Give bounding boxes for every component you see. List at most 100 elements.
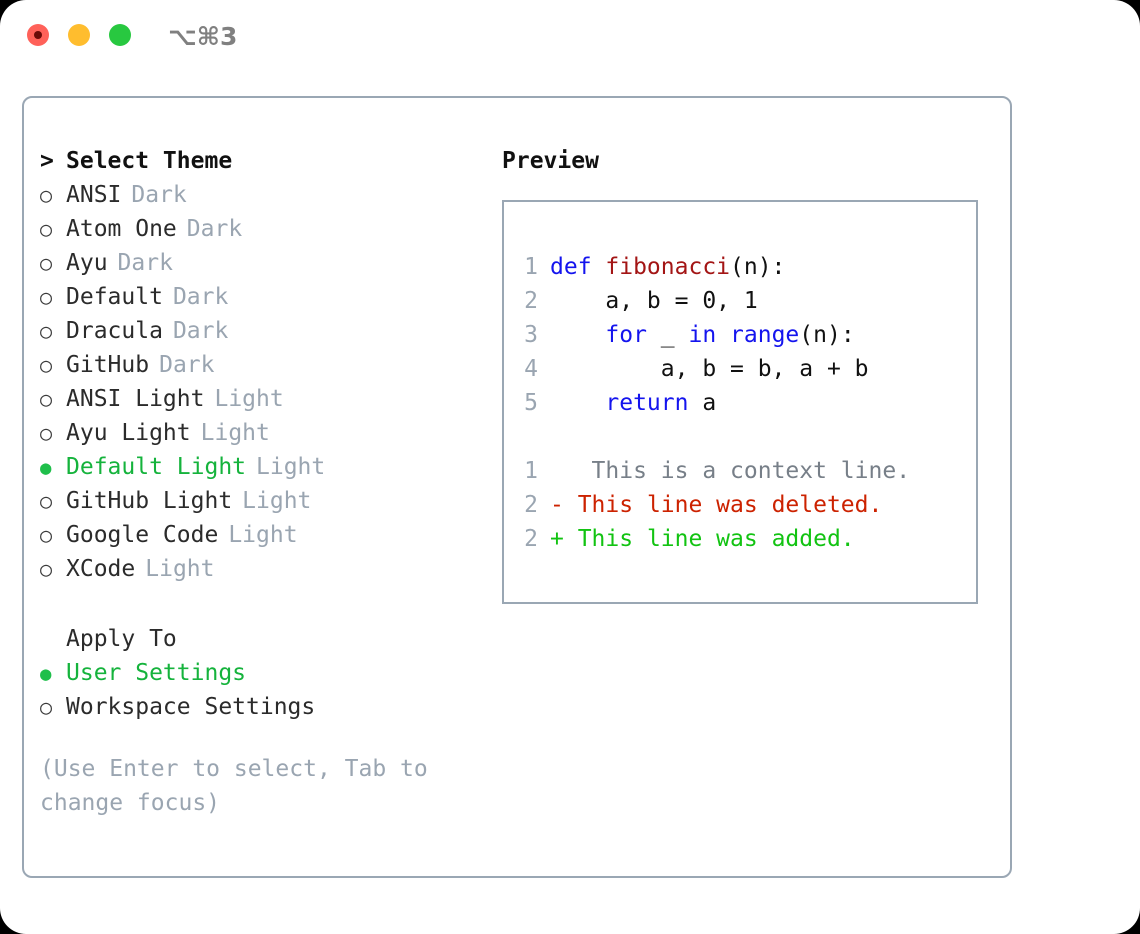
line-number: 3 <box>524 322 538 348</box>
code-text: for _ in range(n): <box>550 318 855 352</box>
theme-name: GitHub Light <box>66 488 233 514</box>
diff-text: + This line was added. <box>550 522 855 556</box>
section-spacer <box>40 586 490 622</box>
apply-to-label: User Settings <box>66 660 247 686</box>
theme-name: GitHub <box>66 352 150 378</box>
line-number: 2 <box>524 288 538 314</box>
theme-category: Dark <box>131 182 187 208</box>
code-token <box>716 322 730 348</box>
code-line: 2 a, b = 0, 1 <box>504 284 976 318</box>
code-token: (n): <box>799 322 855 348</box>
apply-to-header: ○ Apply To <box>40 622 490 656</box>
apply-to-item[interactable]: ○ Workspace Settings <box>40 690 490 724</box>
radio-selected-icon[interactable]: ● <box>40 663 52 685</box>
radio-unselected-icon[interactable]: ○ <box>40 421 53 445</box>
code-token: def <box>550 254 606 280</box>
code-token: a, b = 0, 1 <box>550 288 758 314</box>
theme-category: Light <box>242 488 312 514</box>
theme-list-item[interactable]: ○ ANSI Dark <box>40 178 490 212</box>
theme-list-item[interactable]: ○ Google Code Light <box>40 518 490 552</box>
radio-unselected-icon[interactable]: ○ <box>40 489 53 513</box>
diff-sign <box>550 458 564 484</box>
apply-to-label: Workspace Settings <box>66 694 316 720</box>
theme-name: Default Light <box>66 454 247 480</box>
theme-name: Google Code <box>66 522 219 548</box>
theme-list-item[interactable]: ● Default Light Light <box>40 450 490 484</box>
theme-category: Light <box>228 522 298 548</box>
radio-unselected-icon[interactable]: ○ <box>40 285 53 309</box>
radio-unselected-icon[interactable]: ○ <box>40 523 53 547</box>
apply-to-list: ● User Settings ○ Workspace Settings <box>40 656 490 724</box>
code-text: a, b = 0, 1 <box>550 284 758 318</box>
code-token: in <box>688 322 717 348</box>
preview-heading: Preview <box>502 148 599 174</box>
theme-name: ANSI Light <box>66 386 205 412</box>
theme-list-item[interactable]: ○ Ayu Dark <box>40 246 490 280</box>
theme-category: Light <box>200 420 270 446</box>
theme-list-item[interactable]: ○ GitHub Dark <box>40 348 490 382</box>
code-token: a, b = b, a + b <box>550 356 869 382</box>
radio-unselected-icon[interactable]: ○ <box>40 183 53 207</box>
radio-unselected-icon[interactable]: ○ <box>40 557 53 581</box>
diff-line: 1 This is a context line. <box>504 454 976 488</box>
radio-unselected-icon[interactable]: ○ <box>40 217 53 241</box>
diff-spacer <box>504 420 976 454</box>
select-theme-title: Select Theme <box>66 148 233 174</box>
radio-unselected-icon[interactable]: ○ <box>40 319 53 343</box>
code-token: for <box>605 322 647 348</box>
apply-to-title: Apply To <box>66 626 177 652</box>
radio-unselected-icon[interactable]: ○ <box>40 251 53 275</box>
theme-list-item[interactable]: ○ Atom One Dark <box>40 212 490 246</box>
line-number: 1 <box>524 458 538 484</box>
theme-name: Dracula <box>66 318 163 344</box>
theme-category: Dark <box>117 250 173 276</box>
diff-sign: + <box>550 526 564 552</box>
apply-to-item[interactable]: ● User Settings <box>40 656 490 690</box>
close-button[interactable] <box>27 24 49 46</box>
theme-name: ANSI <box>66 182 122 208</box>
code-sample: 1 def fibonacci (n): 2 a, b = 0, 1 3 for _ i… <box>504 250 976 420</box>
radio-selected-icon[interactable]: ● <box>40 457 52 479</box>
radio-unselected-icon[interactable]: ○ <box>40 387 53 411</box>
line-number: 1 <box>524 254 538 280</box>
line-number: 2 <box>524 492 538 518</box>
code-token: _ <box>646 322 689 348</box>
line-number: 5 <box>524 390 538 416</box>
code-token: a <box>688 390 717 416</box>
prompt-caret-icon: > <box>40 148 54 174</box>
code-token: return <box>605 390 689 416</box>
diff-line: 2- This line was deleted. <box>504 488 976 522</box>
theme-name: Ayu <box>66 250 108 276</box>
preview-box: 1 def fibonacci (n): 2 a, b = 0, 1 3 for _ i… <box>502 200 978 604</box>
select-theme-header: > Select Theme <box>40 144 490 178</box>
theme-category: Dark <box>159 352 215 378</box>
preview-column: Preview 1 def fibonacci (n): 2 a, b = 0, 1 3… <box>502 144 992 604</box>
diff-content: This line was deleted. <box>563 492 883 518</box>
diff-content: This line was added. <box>563 526 855 552</box>
theme-category: Light <box>256 454 326 480</box>
code-text: a, b = b, a + b <box>550 352 869 386</box>
radio-unselected-icon[interactable]: ○ <box>40 353 53 377</box>
theme-name: XCode <box>66 556 136 582</box>
theme-category: Dark <box>186 216 243 242</box>
maximize-button[interactable] <box>109 24 131 46</box>
diff-line: 2+ This line was added. <box>504 522 976 556</box>
radio-unselected-icon[interactable]: ○ <box>40 695 53 719</box>
diff-sign: - <box>550 492 564 518</box>
theme-name: Atom One <box>66 216 177 242</box>
keyboard-hint-text: (Use Enter to select, Tab to change focu… <box>40 756 442 816</box>
minimize-button[interactable] <box>68 24 90 46</box>
code-line: 5 return a <box>504 386 976 420</box>
code-token: fibonacci <box>605 254 731 280</box>
theme-list-item[interactable]: ○ GitHub Light Light <box>40 484 490 518</box>
